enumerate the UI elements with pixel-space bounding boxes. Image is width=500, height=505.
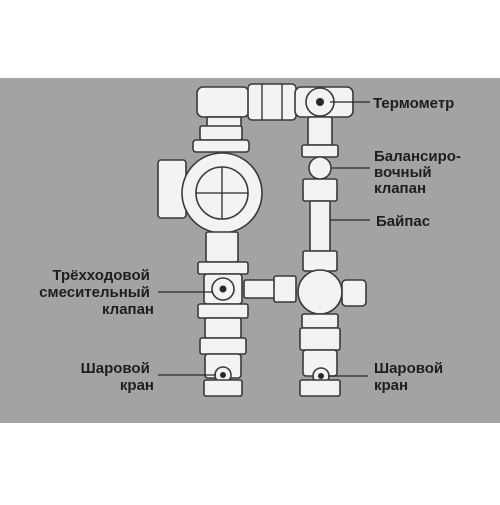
label-balancing-valve: Балансиро- вочный клапан	[374, 148, 465, 197]
background-panel	[0, 78, 500, 423]
label-balancing-valve-line-3: клапан	[374, 180, 426, 197]
right-tee	[273, 269, 367, 329]
label-ball-valve-right-line-2: кран	[374, 377, 408, 394]
label-ball-valve-left: Шаровой кран	[81, 360, 154, 394]
ball-valve-left	[199, 337, 247, 397]
thermometer-icon	[305, 87, 335, 117]
bypass-pipe	[302, 200, 338, 272]
ball-valve-right	[299, 327, 341, 397]
label-ball-valve-left-line-1: Шаровой	[81, 360, 150, 377]
label-ball-valve-right: Шаровой кран	[374, 360, 447, 394]
balancing-valve	[301, 116, 339, 202]
label-thermometer: Термометр	[373, 95, 454, 112]
label-balancing-valve-line-2: вочный	[374, 164, 432, 181]
label-mixing-valve-line-3: клапан	[102, 301, 154, 318]
pump	[157, 125, 263, 263]
label-ball-valve-right-line-1: Шаровой	[374, 360, 443, 377]
label-mixing-valve-line-1: Трёхходовой	[52, 267, 149, 284]
label-mixing-valve-line-2: смесительный	[39, 284, 150, 301]
label-bypass: Байпас	[376, 213, 430, 230]
three-way-mixing-valve	[197, 261, 277, 339]
callout-lines	[158, 101, 370, 377]
label-balancing-valve-line-1: Балансиро-	[374, 148, 461, 165]
label-mixing-valve: Трёхходовой смесительный клапан	[39, 267, 154, 318]
label-ball-valve-left-line-2: кран	[120, 377, 154, 394]
